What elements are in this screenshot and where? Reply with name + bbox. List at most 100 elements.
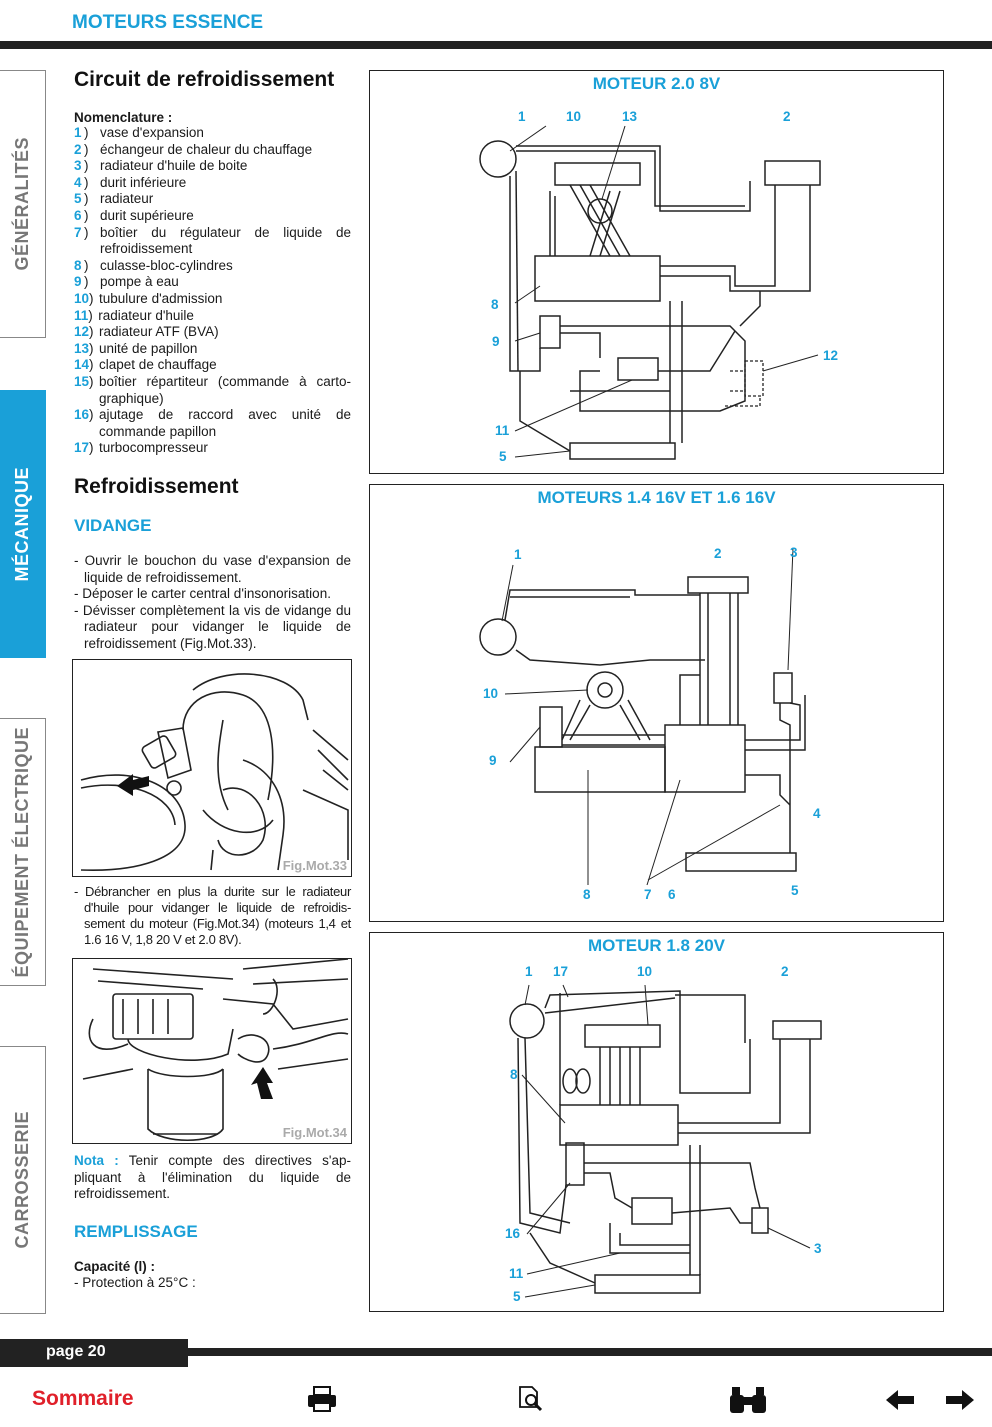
nomenclature-item: 7)boîtier du régulateur de liquide de re… xyxy=(74,224,351,257)
part-label: 11 xyxy=(495,423,510,438)
item-text: radiateur xyxy=(100,191,154,207)
tab-equipement-electrique[interactable]: ÉQUIPEMENT ÉLECTRIQUE xyxy=(0,718,46,986)
part-label: 5 xyxy=(791,883,799,898)
nomenclature-item: 3)radiateur d'huile de boite xyxy=(74,158,351,175)
part-label: 5 xyxy=(499,449,507,464)
vidange-step: - Déposer le carter central d'insonorisa… xyxy=(74,586,331,602)
panel-title: MOTEUR 1.8 20V xyxy=(588,936,725,955)
arrow-icon xyxy=(251,1067,273,1099)
part-label: 3 xyxy=(814,1241,822,1256)
arrow-icon xyxy=(117,774,149,796)
cooling-circuit-diagram xyxy=(479,547,806,886)
part-label: 4 xyxy=(813,806,821,821)
item-text: clapet de chauffage xyxy=(99,357,217,373)
part-label: 9 xyxy=(492,334,500,349)
item-text: boîtier du régulateur de liquide de refr… xyxy=(100,224,351,257)
part-label: 10 xyxy=(637,964,653,979)
part-label: 12 xyxy=(823,348,839,363)
part-label: 6 xyxy=(668,887,676,902)
item-number: 16 xyxy=(74,407,90,423)
nomenclature-item: 2)échangeur de chaleur du chauffage xyxy=(74,142,351,159)
item-number: 9 xyxy=(74,274,82,290)
sommaire-link[interactable]: Sommaire xyxy=(32,1387,134,1410)
part-label: 9 xyxy=(489,753,497,768)
arrow-right-icon[interactable] xyxy=(944,1388,976,1412)
nomenclature-item: 16)ajutage de raccord avec unité de comm… xyxy=(74,407,351,439)
nomenclature-item: 15)boîtier répartiteur (commande à carto… xyxy=(74,373,351,406)
item-text: ajutage de raccord avec unité de command… xyxy=(99,407,351,439)
cooling-circuit-diagram xyxy=(509,984,822,1298)
item-text: radiateur ATF (BVA) xyxy=(99,324,219,340)
item-text: durit inférieure xyxy=(100,174,187,190)
item-number: 17 xyxy=(74,440,90,456)
nomenclature-item: 9)pompe à eau xyxy=(74,274,351,291)
diagram-panel-2-0-8v: MOTEUR 2.0 8V xyxy=(369,70,944,474)
item-number: 3 xyxy=(74,158,82,174)
part-label: 17 xyxy=(553,964,569,979)
part-label: 10 xyxy=(566,109,582,124)
tab-carrosserie[interactable]: CARROSSERIE xyxy=(0,1046,46,1314)
header-bar xyxy=(0,41,992,49)
nota: Nota : Tenir compte des directives s'ap-… xyxy=(74,1153,351,1202)
capacite-item: - Protection à 25°C : xyxy=(74,1275,196,1290)
nomenclature-item: 6)durit supérieure xyxy=(74,208,351,225)
item-text: échangeur de chaleur du chauffage xyxy=(100,141,313,157)
figure-mot-34: Fig.Mot.34 xyxy=(72,958,352,1144)
item-text: boîtier répartiteur (commande à carto-gr… xyxy=(99,373,351,406)
part-label: 16 xyxy=(505,1226,521,1241)
arrow-left-icon[interactable] xyxy=(884,1388,916,1412)
part-label: 7 xyxy=(644,887,652,902)
footer-bar xyxy=(188,1348,992,1356)
item-number: 7 xyxy=(74,224,82,240)
tab-generalites[interactable]: GÉNÉRALITÉS xyxy=(0,70,46,338)
item-number: 14 xyxy=(74,357,90,373)
item-text: culasse-bloc-cylindres xyxy=(100,257,233,273)
nomenclature-item: 5)radiateur xyxy=(74,191,351,208)
radiator-drain-photo xyxy=(80,673,349,872)
part-label: 13 xyxy=(622,109,638,124)
step-after-fig33: - Débrancher en plus la durite sur le ra… xyxy=(74,884,351,947)
search-page-icon[interactable] xyxy=(517,1385,545,1413)
nomenclature-item: 10)tubulure d'admission xyxy=(74,291,351,308)
heading-remplissage: REMPLISSAGE xyxy=(74,1222,198,1241)
section-title-circuit: Circuit de refroidissement xyxy=(74,68,335,91)
part-label: 8 xyxy=(583,887,591,902)
part-label: 2 xyxy=(714,546,722,561)
part-label: 10 xyxy=(483,686,499,701)
vidange-step: - Ouvrir le bouchon du vase d'expansion … xyxy=(74,553,351,585)
panel-title: MOTEUR 2.0 8V xyxy=(592,74,721,93)
vidange-steps: - Ouvrir le bouchon du vase d'expansion … xyxy=(74,553,351,653)
nomenclature-item: 4)durit inférieure xyxy=(74,175,351,192)
item-number: 2 xyxy=(74,141,82,157)
item-text: radiateur d'huile de boite xyxy=(100,158,248,174)
item-text: radiateur d'huile xyxy=(98,307,194,323)
item-number: 6 xyxy=(74,207,82,223)
part-label: 3 xyxy=(790,545,798,560)
part-label: 8 xyxy=(491,297,499,312)
item-text: tubulure d'admission xyxy=(99,290,223,306)
item-number: 8 xyxy=(74,257,82,273)
item-text: pompe à eau xyxy=(100,274,179,290)
page-number: page 20 xyxy=(0,1339,188,1367)
item-number: 4 xyxy=(74,174,82,190)
nomenclature-item: 11)radiateur d'huile xyxy=(74,308,351,325)
part-label: 11 xyxy=(509,1266,524,1281)
tab-mecanique[interactable]: MÉCANIQUE xyxy=(0,390,46,658)
item-number: 11 xyxy=(74,307,89,323)
capacite-label: Capacité (l) : xyxy=(74,1259,156,1274)
print-icon[interactable] xyxy=(306,1385,338,1413)
cooling-circuit-diagram xyxy=(479,125,821,460)
diagram-panel-1-4-1-6-16v: MOTEURS 1.4 16V ET 1.6 16V xyxy=(369,484,944,922)
item-text: unité de papillon xyxy=(99,340,198,356)
binoculars-icon[interactable] xyxy=(728,1385,768,1415)
part-label: 5 xyxy=(513,1289,521,1304)
vidange-step: - Dévisser complètement la vis de vidang… xyxy=(74,602,351,651)
item-number: 10 xyxy=(74,290,90,306)
diagram-panel-1-8-20v: MOTEUR 1.8 20V xyxy=(369,932,944,1312)
item-text: vase d'expansion xyxy=(100,125,204,140)
item-text: durit supérieure xyxy=(100,207,194,223)
heading-vidange: VIDANGE xyxy=(74,516,152,535)
nomenclature-item: 12)radiateur ATF (BVA) xyxy=(74,324,351,341)
item-text: turbocompresseur xyxy=(99,440,208,456)
